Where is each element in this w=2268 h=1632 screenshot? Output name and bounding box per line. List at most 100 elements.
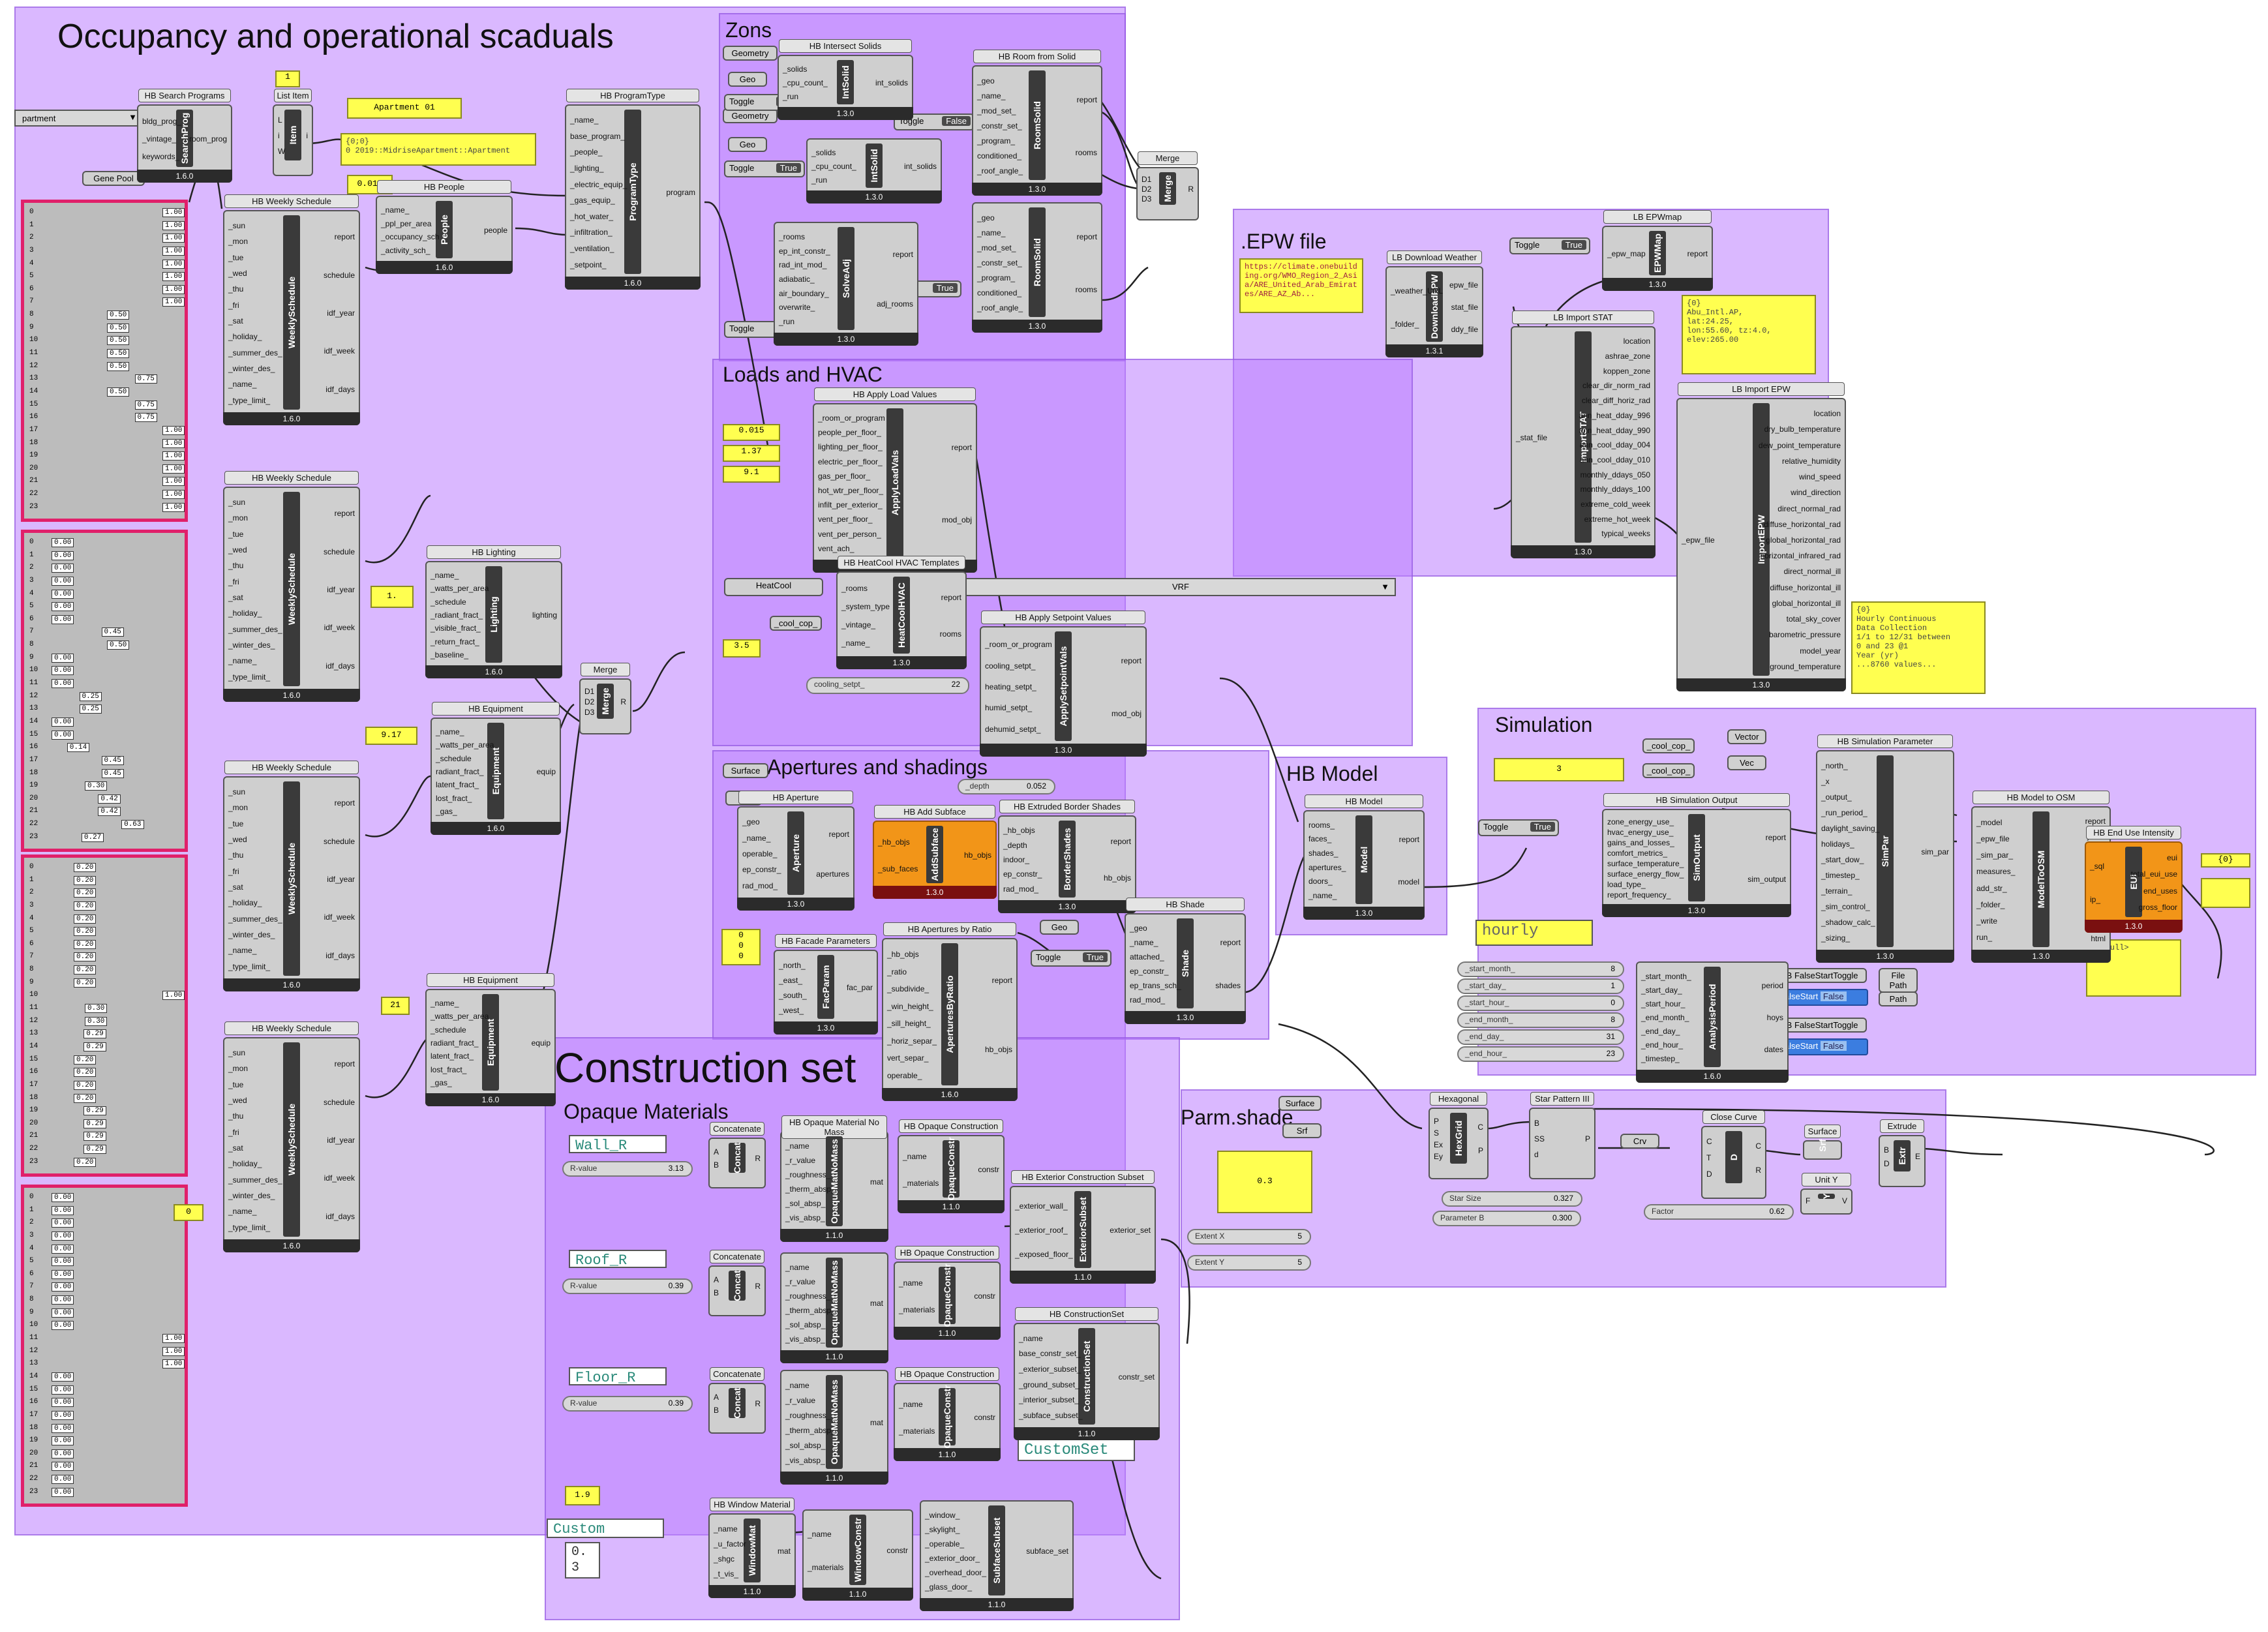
input-param[interactable]: _mod_set_: [977, 243, 1016, 252]
output-param[interactable]: mod_obj: [941, 515, 972, 524]
input-param[interactable]: vent_per_floor_: [818, 515, 873, 524]
output-param[interactable]: idf_week: [324, 346, 355, 356]
output-param[interactable]: ann_heat_dday_990: [1579, 425, 1650, 435]
input-param[interactable]: attached_: [1130, 952, 1164, 961]
input-param[interactable]: _watts_per_area: [431, 584, 489, 594]
input-param[interactable]: _cpu_count_: [811, 161, 856, 171]
input-param[interactable]: _tue: [228, 529, 244, 539]
input-param[interactable]: _name: [899, 1399, 923, 1409]
input-param[interactable]: T: [1706, 1153, 1712, 1162]
input-param[interactable]: electric_per_floor_: [818, 457, 883, 466]
input-param[interactable]: _occupancy_sch: [381, 232, 440, 242]
output-param[interactable]: total_eui_use: [2130, 869, 2177, 879]
output-param[interactable]: R: [1188, 185, 1194, 194]
input-param[interactable]: _folder_: [1391, 319, 1419, 329]
input-param[interactable]: _watts_per_area: [436, 740, 494, 750]
start-day-slider[interactable]: _start_day_1: [1457, 978, 1624, 994]
input-param[interactable]: _east_: [779, 975, 803, 985]
input-param[interactable]: _geo: [977, 213, 995, 222]
output-param[interactable]: sim_output: [1747, 875, 1786, 884]
input-param[interactable]: _summer_des_: [228, 914, 282, 924]
input-param[interactable]: ep_int_constr_: [779, 246, 830, 256]
output-param[interactable]: epw_file: [1449, 280, 1478, 290]
input-param[interactable]: shades_: [1308, 849, 1338, 858]
input-param[interactable]: _exterior_wall_: [1015, 1201, 1068, 1211]
input-param[interactable]: _folder_: [1976, 899, 2005, 909]
input-param[interactable]: vert_separ_: [887, 1053, 929, 1063]
input-param[interactable]: bldg_prog_: [142, 116, 182, 126]
input-param[interactable]: B: [1884, 1145, 1890, 1155]
output-param[interactable]: subface_set: [1026, 1547, 1068, 1556]
input-param[interactable]: _run: [783, 91, 799, 101]
input-param[interactable]: _wed: [228, 1096, 247, 1106]
building-program-value-list[interactable]: partment▼: [14, 110, 142, 127]
input-param[interactable]: _geo: [742, 817, 760, 827]
input-param[interactable]: radiant_fract_: [431, 1038, 479, 1048]
input-param[interactable]: _activity_sch_: [381, 245, 431, 255]
output-param[interactable]: idf_days: [325, 384, 355, 394]
output-param[interactable]: dry_bulb_temperature: [1764, 425, 1841, 434]
output-param[interactable]: idf_year: [327, 584, 355, 594]
input-param[interactable]: _sun: [228, 498, 246, 507]
output-param[interactable]: extreme_cold_week: [1580, 500, 1650, 509]
hourly-text-panel[interactable]: hourly: [1475, 920, 1593, 946]
input-param[interactable]: F: [1806, 1196, 1811, 1205]
output-param[interactable]: report: [892, 250, 913, 259]
input-param[interactable]: _end_hour_: [1641, 1040, 1684, 1050]
end-month-slider[interactable]: _end_month_8: [1457, 1012, 1624, 1028]
output-param[interactable]: constr: [978, 1165, 999, 1174]
input-param[interactable]: _timestep_: [1821, 871, 1860, 880]
input-param[interactable]: _name: [1019, 1333, 1043, 1343]
input-param[interactable]: C: [1706, 1137, 1712, 1147]
input-param[interactable]: ep_constr_: [1130, 967, 1169, 976]
input-param[interactable]: _roof_angle_: [977, 303, 1023, 313]
input-param[interactable]: d: [1534, 1150, 1539, 1159]
output-param[interactable]: wind_direction: [1791, 488, 1841, 498]
input-param[interactable]: report_frequency_: [1607, 890, 1671, 899]
input-param[interactable]: _room_or_program: [985, 640, 1052, 650]
output-param[interactable]: report: [1220, 938, 1241, 947]
input-param[interactable]: _rooms: [779, 232, 806, 241]
input-param[interactable]: Ey: [1434, 1152, 1444, 1161]
input-param[interactable]: _fri: [228, 577, 239, 586]
input-param[interactable]: _return_fract_: [431, 637, 479, 646]
input-param[interactable]: _end_day_: [1641, 1027, 1680, 1036]
input-param[interactable]: _hot_water_: [570, 211, 614, 221]
input-param[interactable]: _solids: [811, 148, 836, 158]
output-param[interactable]: rooms: [939, 629, 961, 639]
end-day-slider[interactable]: _end_day_31: [1457, 1029, 1624, 1045]
output-param[interactable]: mod_obj: [1111, 708, 1142, 718]
input-param[interactable]: _start_hour_: [1641, 999, 1686, 1008]
input-param[interactable]: _sim_par_: [1976, 851, 2014, 860]
